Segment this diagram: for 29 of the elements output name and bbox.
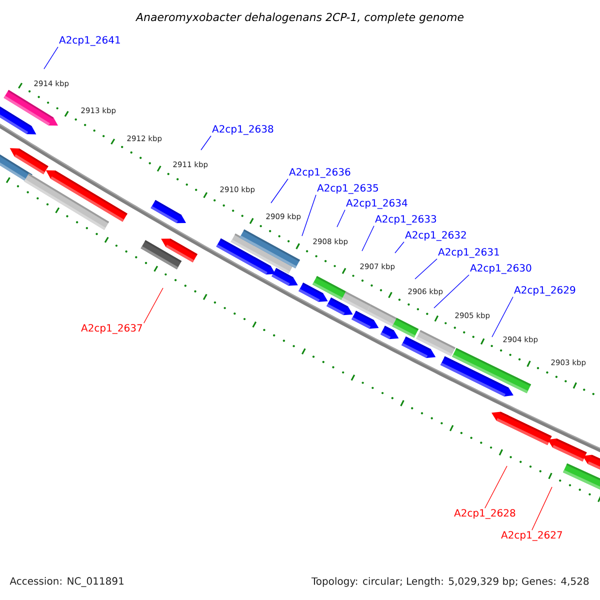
gene-label: A2cp1_2633 [375, 215, 436, 225]
leader-line [144, 288, 164, 324]
leader-line [484, 466, 508, 508]
leader-line [362, 226, 374, 252]
gene-label: A2cp1_2631 [438, 248, 499, 258]
gene-label: A2cp1_2628 [454, 509, 516, 519]
leader-line [434, 274, 470, 308]
leader-line [44, 46, 58, 70]
gene-label: A2cp1_2635 [317, 184, 378, 194]
leader-line [414, 258, 438, 280]
footer-text: Accession: NC_011891 [10, 577, 124, 587]
gene-label: A2cp1_2627 [501, 531, 562, 541]
footer-text: Topology: circular; Length: 5,029,329 bp; Genes: 4,528 [311, 577, 589, 587]
leader-line [394, 242, 404, 254]
leader-line [200, 136, 212, 150]
gene-label: A2cp1_2637 [81, 324, 142, 334]
leader-line [302, 194, 316, 236]
gene-label: A2cp1_2629 [514, 286, 576, 296]
gene-label: A2cp1_2630 [470, 264, 532, 274]
gene-label: A2cp1_2638 [212, 125, 274, 135]
leader-line [270, 178, 288, 204]
leader-line [492, 296, 514, 338]
title: Anaeromyxobacter dehalogenans 2CP-1, complete genome [135, 12, 464, 24]
gene-label: A2cp1_2636 [289, 168, 350, 178]
gene-label: A2cp1_2641 [59, 36, 120, 46]
gene-label: A2cp1_2634 [346, 199, 408, 209]
leader-line [336, 210, 346, 228]
leader-line [532, 486, 552, 530]
gene-label: A2cp1_2632 [405, 231, 466, 241]
